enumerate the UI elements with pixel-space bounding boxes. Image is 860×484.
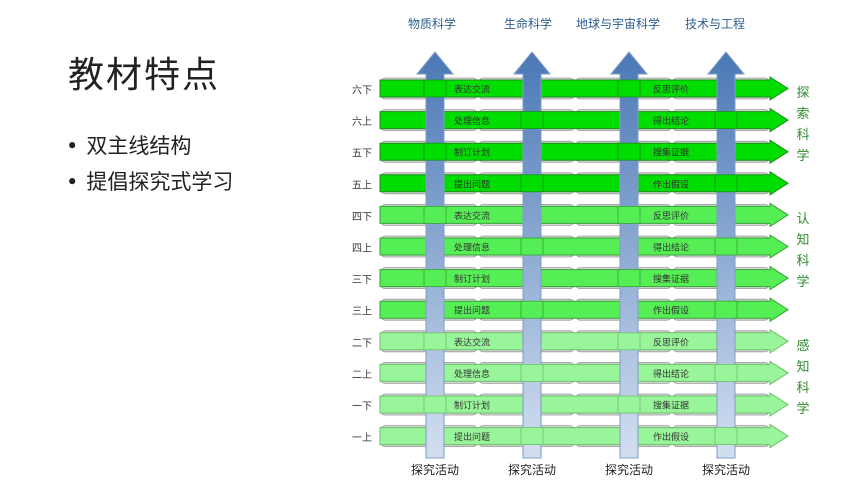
weave-overlap [423,332,447,351]
stage-label: 搜集证据 [653,273,689,285]
weave-overlap [423,269,447,288]
column-label: 地球与宇宙科学 [576,16,660,31]
row-arrow [379,423,789,449]
weave-overlap [617,269,641,288]
weave-overlap [423,205,447,224]
grade-label: 三下 [352,275,372,286]
slide-title: 教材特点 [68,55,221,96]
stage-label: 作出假设 [653,178,689,190]
weave-overlap [714,300,738,319]
row-arrow [379,234,789,259]
bottom-label: 探究活动 [702,462,750,477]
weave-overlap [714,237,738,256]
stage-label: 表达交流 [454,210,490,222]
column-label: 生命科学 [504,16,552,31]
weave-overlap [617,142,641,161]
grade-label: 六上 [352,116,372,128]
row-arrow [379,360,789,386]
stage-label: 反思评价 [653,211,689,222]
stage-label: 搜集证据 [653,400,689,412]
stage-label: 搜集证据 [653,147,689,159]
weave-overlap [617,395,641,414]
side-label-char: 科 [796,254,809,269]
grade-label: 一上 [352,432,372,444]
stage-label: 表达交流 [454,336,490,348]
stage-label: 反思评价 [653,337,689,348]
stage-label: 提出问题 [454,431,490,443]
bottom-label: 探究活动 [605,462,653,477]
weave-overlap [617,332,641,351]
weave-overlap [423,142,447,161]
grade-label: 一下 [352,402,372,413]
bottom-label: 探究活动 [411,462,459,477]
weave-overlap [520,237,544,256]
bullet-list: 双主线结构 提倡探究式学习 [66,128,233,200]
weave-overlap [617,205,641,224]
side-label-char: 科 [796,381,809,396]
weave-overlap [520,363,544,382]
bottom-label: 探究活动 [508,462,556,477]
grade-label: 五上 [352,179,372,191]
side-label-char: 学 [796,401,809,417]
side-label-char: 感 [796,338,809,354]
weave-overlap [714,427,738,446]
side-label-char: 知 [796,232,809,248]
side-label-char: 学 [796,148,809,164]
stage-label: 提出问题 [454,178,490,190]
grade-label: 三上 [352,306,372,318]
stage-label: 反思评价 [653,85,689,96]
column-label: 技术与工程 [685,16,745,31]
stage-label: 制订计划 [454,273,490,285]
side-label-char: 索 [796,107,809,122]
grade-label: 四下 [352,212,372,223]
weave-overlap [520,111,544,129]
grade-label: 二上 [352,369,372,381]
side-label-char: 科 [796,128,809,143]
stage-label: 得出结论 [653,242,689,254]
grade-label: 六下 [352,85,372,97]
weave-overlap [520,174,544,193]
side-label-char: 学 [796,274,809,290]
stage-label: 处理信息 [454,115,490,127]
row-arrow [379,297,789,323]
side-label-char: 认 [796,212,809,227]
stage-label: 得出结论 [653,115,689,127]
weave-overlap [617,79,641,98]
weave-overlap [520,427,544,446]
stage-label: 处理信息 [454,368,490,380]
weave-overlap [714,111,738,129]
stage-label: 得出结论 [653,368,689,380]
bullet-item: 提倡探究式学习 [66,164,233,200]
row-arrow [379,107,789,133]
stage-label: 制订计划 [454,400,490,412]
row-arrow [379,170,789,196]
weave-overlap [714,174,738,193]
grade-label: 五下 [352,149,372,160]
side-label-char: 探 [796,86,809,101]
stage-label: 制订计划 [454,147,490,159]
column-label: 物质科学 [408,16,456,31]
stage-label: 处理信息 [454,242,490,254]
stage-label: 作出假设 [653,431,689,443]
grade-label: 四上 [352,243,372,255]
bullet-item: 双主线结构 [66,128,233,164]
weave-overlap [714,363,738,382]
weave-overlap [520,300,544,319]
weave-overlap [423,79,447,98]
stage-label: 提出问题 [454,305,490,317]
side-label-char: 知 [796,359,809,375]
stage-label: 表达交流 [454,84,490,96]
grade-label: 二下 [352,338,372,349]
stage-label: 作出假设 [653,305,689,317]
weave-overlap [423,395,447,414]
